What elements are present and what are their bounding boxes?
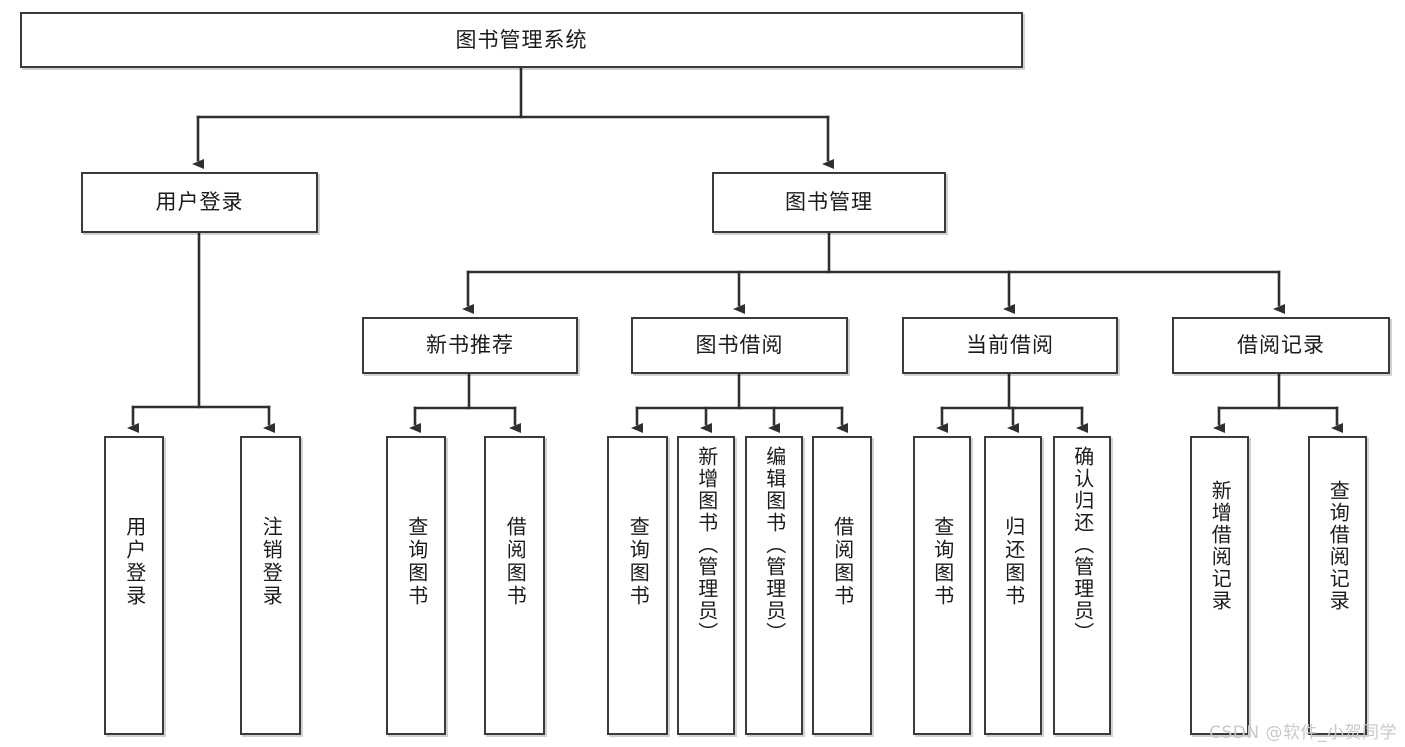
node-leaf-add-book-admin[interactable]: 新增图书（管理员） <box>677 436 735 735</box>
node-book-borrow-label: 图书借阅 <box>695 333 784 358</box>
node-root[interactable]: 图书管理系统 <box>20 12 1023 68</box>
node-leaf-user-login[interactable]: 用户登录 <box>104 436 164 735</box>
node-book-management[interactable]: 图书管理 <box>712 172 946 233</box>
node-leaf-query-books-new[interactable]: 查询图书 <box>386 436 446 735</box>
node-leaf-edit-book-admin[interactable]: 编辑图书（管理员） <box>745 436 803 735</box>
node-leaf-query-borrow-record[interactable]: 查询借阅记录 <box>1308 436 1367 735</box>
node-leaf-edit-book-admin-label: 编辑图书（管理员） <box>762 446 787 644</box>
node-leaf-lend-book-label: 借阅图书 <box>830 516 855 608</box>
node-leaf-confirm-return-admin[interactable]: 确认归还（管理员） <box>1053 436 1111 735</box>
node-leaf-confirm-return-admin-label: 确认归还（管理员） <box>1070 446 1095 644</box>
node-leaf-add-borrow-record-label: 新增借阅记录 <box>1208 480 1233 612</box>
node-new-book-recommend[interactable]: 新书推荐 <box>362 317 578 374</box>
node-leaf-query-books[interactable]: 查询图书 <box>607 436 668 735</box>
node-leaf-borrow-books-new-label: 借阅图书 <box>503 516 528 608</box>
node-book-management-label: 图书管理 <box>785 190 873 215</box>
node-leaf-query-books-new-label: 查询图书 <box>404 516 429 608</box>
node-new-book-recommend-label: 新书推荐 <box>426 333 514 358</box>
node-user-login[interactable]: 用户登录 <box>81 172 318 233</box>
node-borrow-records[interactable]: 借阅记录 <box>1172 317 1390 374</box>
node-borrow-records-label: 借阅记录 <box>1237 333 1325 358</box>
node-leaf-borrow-books-new[interactable]: 借阅图书 <box>484 436 545 735</box>
node-leaf-user-login-label: 用户登录 <box>122 516 147 608</box>
node-leaf-query-books-current[interactable]: 查询图书 <box>913 436 971 735</box>
node-current-borrow[interactable]: 当前借阅 <box>902 317 1118 374</box>
node-leaf-query-books-current-label: 查询图书 <box>930 516 955 608</box>
node-root-label: 图书管理系统 <box>455 27 588 52</box>
csdn-watermark: CSDN @软件_小贺同学 <box>1209 723 1397 743</box>
node-leaf-lend-book[interactable]: 借阅图书 <box>812 436 872 735</box>
node-leaf-logout[interactable]: 注销登录 <box>240 436 301 735</box>
node-leaf-return-book-label: 归还图书 <box>1001 516 1026 608</box>
node-leaf-query-borrow-record-label: 查询借阅记录 <box>1326 480 1351 612</box>
node-leaf-query-books-label: 查询图书 <box>626 516 651 608</box>
node-leaf-add-borrow-record[interactable]: 新增借阅记录 <box>1190 436 1249 735</box>
node-book-borrow[interactable]: 图书借阅 <box>631 317 848 374</box>
node-user-login-label: 用户登录 <box>155 190 244 215</box>
node-leaf-logout-label: 注销登录 <box>259 516 284 608</box>
node-current-borrow-label: 当前借阅 <box>966 333 1054 358</box>
node-leaf-add-book-admin-label: 新增图书（管理员） <box>694 446 719 644</box>
node-leaf-return-book[interactable]: 归还图书 <box>984 436 1042 735</box>
